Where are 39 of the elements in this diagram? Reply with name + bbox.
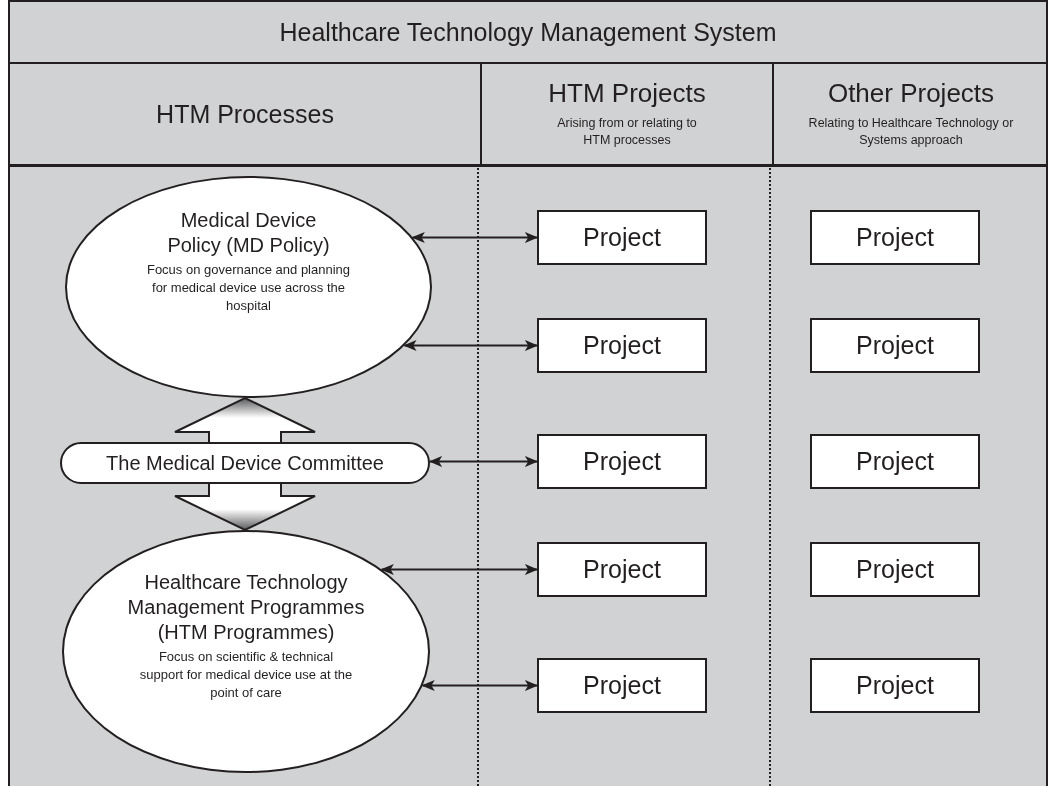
- project-box: [537, 210, 707, 265]
- node-title: Project: [583, 669, 661, 701]
- node-title: Project: [856, 221, 934, 253]
- project-box: [810, 658, 980, 713]
- node-title: Project: [583, 445, 661, 477]
- node-title: Project: [583, 221, 661, 253]
- node-title: Project: [583, 553, 661, 585]
- column-heading: Other Projects: [827, 79, 995, 110]
- project-box: [537, 318, 707, 373]
- node-title: Project: [583, 329, 661, 361]
- committee-pill: [60, 442, 430, 484]
- node-title: Project: [856, 669, 934, 701]
- node-title: Healthcare Technology Management Programmes (HTM Programmes): [126, 570, 366, 645]
- node-title: The Medical Device Committee: [106, 450, 384, 476]
- node-description: Focus on scientific & technical support for medical device use at the point of care: [138, 648, 354, 703]
- double-arrow: [411, 232, 539, 243]
- column-subheading: Relating to Healthcare Technology or Systems approach: [807, 115, 1015, 149]
- project-box: [810, 434, 980, 489]
- project-box: [810, 542, 980, 597]
- project-box: [537, 434, 707, 489]
- node-description: Focus on governance and planning for medical device use across the hospital: [145, 261, 352, 316]
- diagram-title: Healthcare Technology Management System: [279, 17, 777, 47]
- block-arrow: [174, 396, 316, 443]
- double-arrow: [428, 456, 539, 467]
- node-title: Project: [856, 329, 934, 361]
- project-box: [810, 210, 980, 265]
- block-arrow: [174, 483, 316, 532]
- node-title: Medical Device Policy (MD Policy): [166, 208, 331, 258]
- node-title: Project: [856, 445, 934, 477]
- node-title: Project: [856, 553, 934, 585]
- project-box: [537, 658, 707, 713]
- column-subheading: Arising from or relating to HTM processes: [556, 115, 698, 149]
- double-arrow: [403, 340, 539, 351]
- project-box: [537, 542, 707, 597]
- double-arrow: [421, 680, 539, 691]
- column-heading: HTM Processes: [156, 99, 334, 129]
- double-arrow: [380, 564, 539, 575]
- column-heading: HTM Projects: [548, 79, 706, 110]
- project-box: [810, 318, 980, 373]
